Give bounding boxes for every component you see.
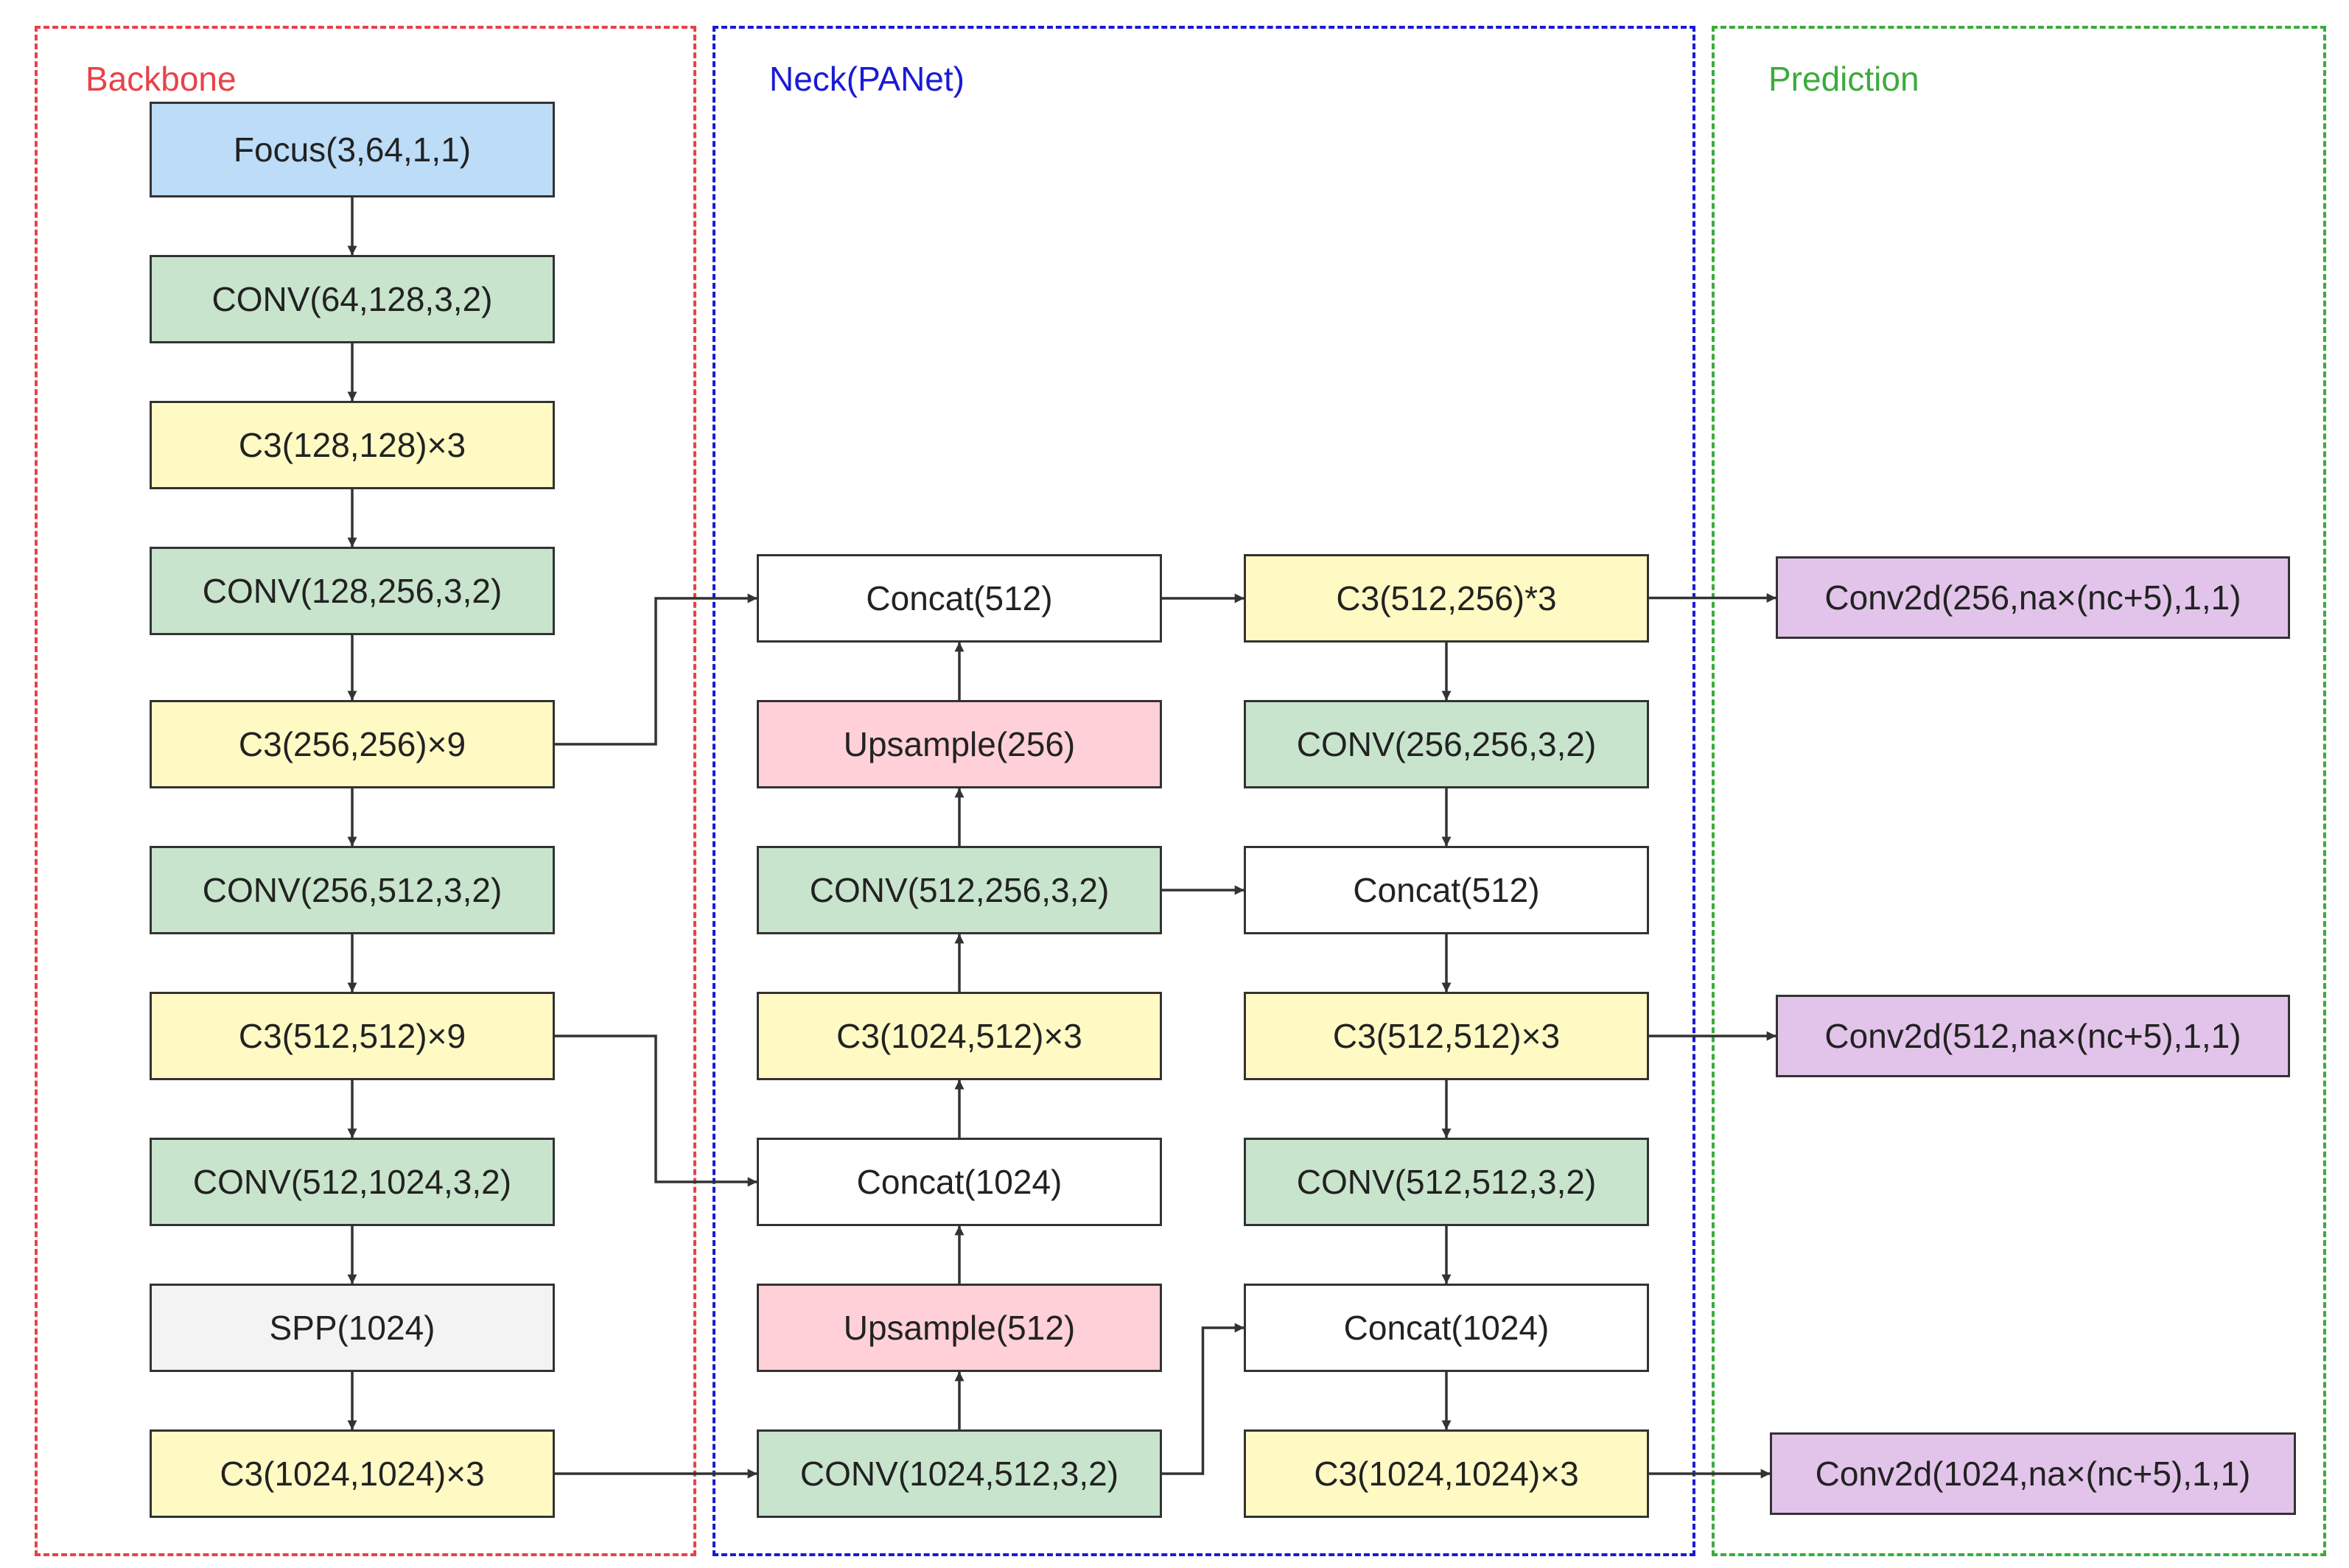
neck-conv-1024-512-block: CONV(1024,512,3,2) (757, 1429, 1162, 1518)
pan-conv-256-block: CONV(256,256,3,2) (1244, 700, 1649, 788)
c3-1024-block: C3(1024,1024)×3 (150, 1429, 555, 1518)
arrow-bb_c3_2-to-nk_concat512 (555, 593, 757, 746)
detect-head-256-block: Conv2d(256,na×(nc+5),1,1) (1776, 556, 2290, 639)
conv-64-128-block: CONV(64,128,3,2) (150, 255, 555, 343)
neck-concat-512-block: Concat(512) (757, 554, 1162, 643)
c3-512-block: C3(512,512)×9 (150, 992, 555, 1080)
neck-frame (713, 26, 1695, 1556)
detect-head-1024-block: Conv2d(1024,na×(nc+5),1,1) (1770, 1432, 2296, 1515)
detect-head-512-block: Conv2d(512,na×(nc+5),1,1) (1776, 995, 2290, 1077)
neck-title: Neck(PANet) (769, 60, 965, 98)
conv-256-512-block: CONV(256,512,3,2) (150, 846, 555, 934)
pan-c3-512-512-block: C3(512,512)×3 (1244, 992, 1649, 1080)
conv-128-256-block: CONV(128,256,3,2) (150, 547, 555, 635)
pan-c3-512-256-block: C3(512,256)*3 (1244, 554, 1649, 643)
arrow-bb_c3_3-to-nk_concat1024 (555, 1035, 757, 1187)
pan-conv-512-block: CONV(512,512,3,2) (1244, 1138, 1649, 1226)
upsample-256-block: Upsample(256) (757, 700, 1162, 788)
c3-128-block: C3(128,128)×3 (150, 401, 555, 489)
prediction-title: Prediction (1768, 60, 1919, 98)
backbone-title: Backbone (85, 60, 237, 98)
prediction-frame (1712, 26, 2326, 1556)
c3-256-block: C3(256,256)×9 (150, 700, 555, 788)
focus-block: Focus(3,64,1,1) (150, 102, 555, 197)
conv-512-1024-block: CONV(512,1024,3,2) (150, 1138, 555, 1226)
neck-conv-512-256-block: CONV(512,256,3,2) (757, 846, 1162, 934)
pan-c3-1024-block: C3(1024,1024)×3 (1244, 1429, 1649, 1518)
pan-concat-1024-block: Concat(1024) (1244, 1284, 1649, 1372)
backbone-frame (35, 26, 696, 1556)
neck-c3-1024-512-block: C3(1024,512)×3 (757, 992, 1162, 1080)
upsample-512-block: Upsample(512) (757, 1284, 1162, 1372)
neck-concat-1024-block: Concat(1024) (757, 1138, 1162, 1226)
arrow-nk_conv1024_512-to-pn_concat1024 (1162, 1323, 1244, 1475)
spp-block: SPP(1024) (150, 1284, 555, 1372)
pan-concat-512-block: Concat(512) (1244, 846, 1649, 934)
